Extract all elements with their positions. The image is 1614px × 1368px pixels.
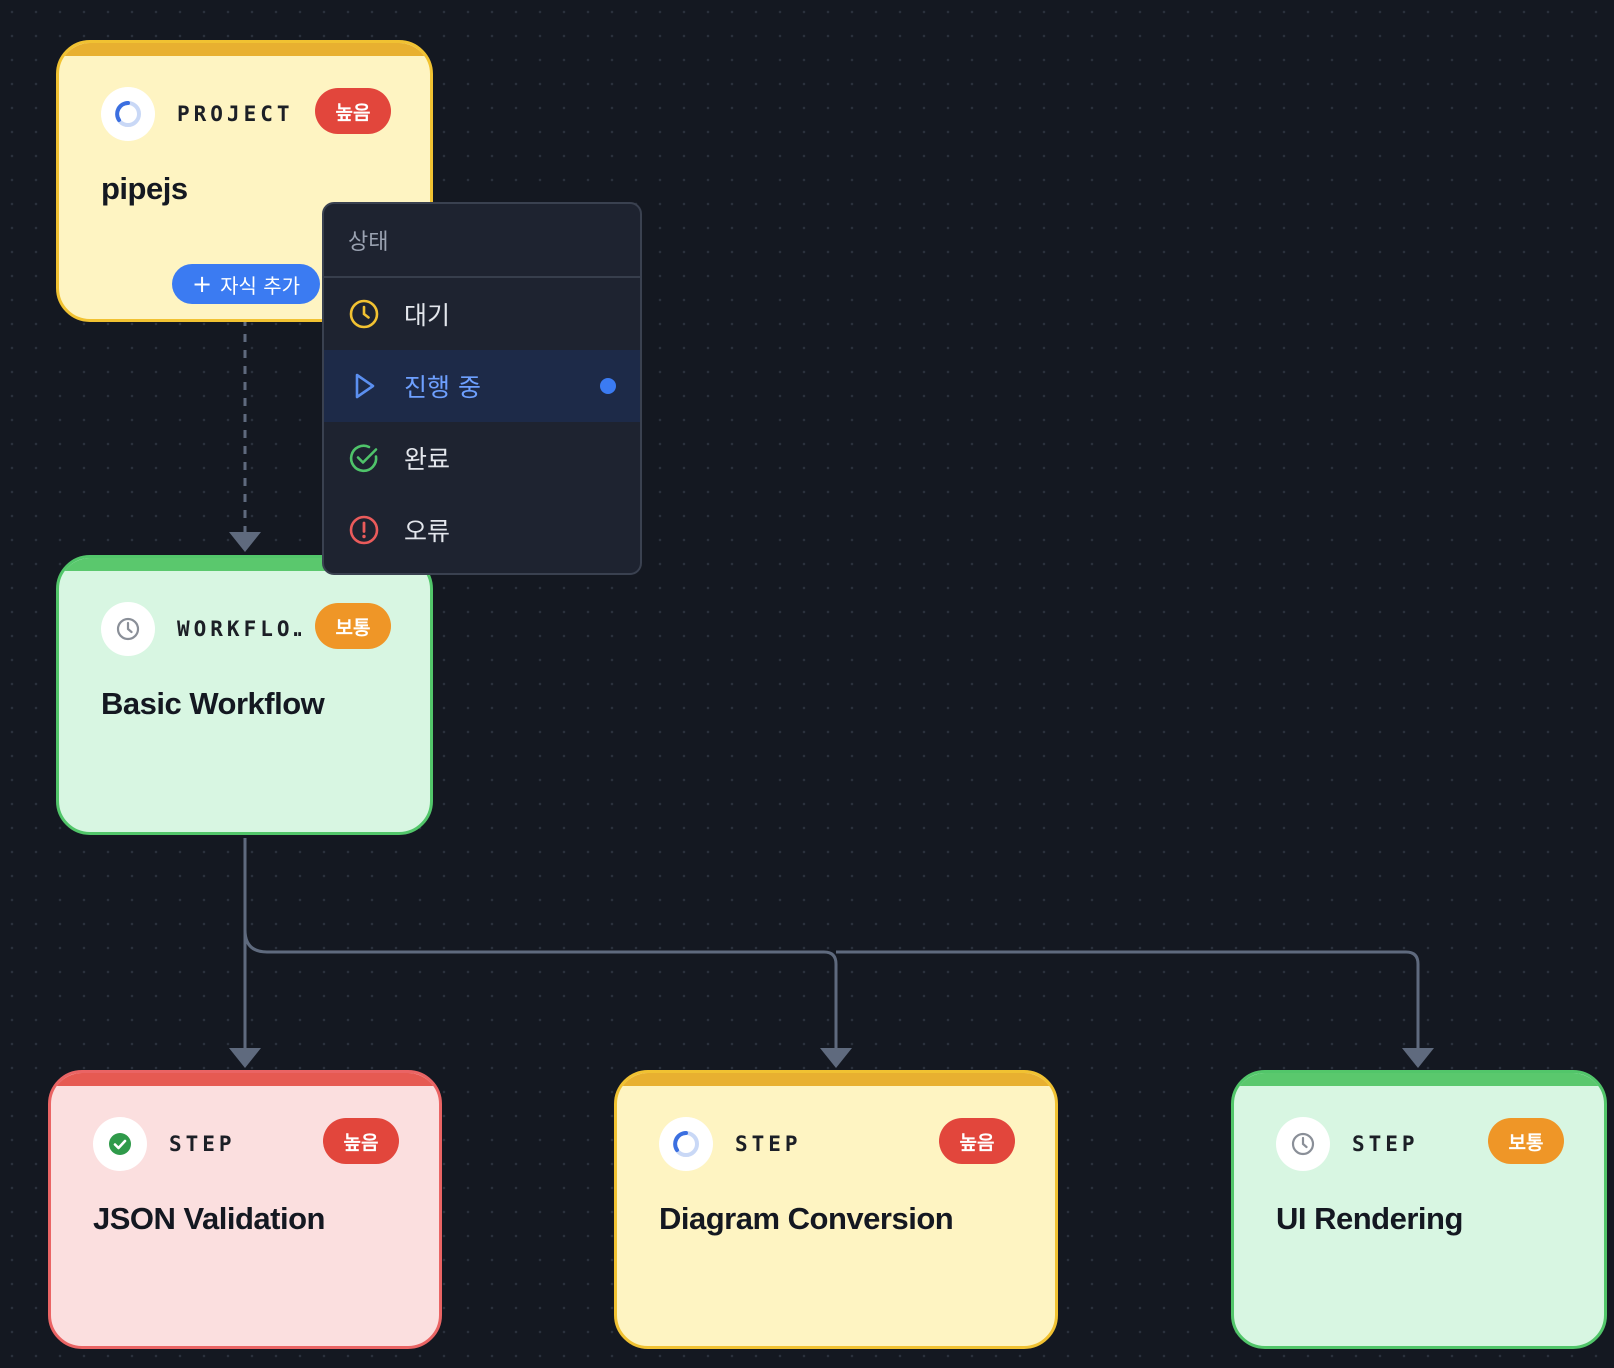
status-option-waiting[interactable]: 대기 [324,278,640,350]
status-bar [617,1073,1055,1086]
node-type-label: PROJECT [177,102,294,126]
status-indicator [1276,1117,1330,1171]
status-option-label: 진행 중 [404,373,481,402]
node-type-label: WORKFLO… [177,617,301,641]
edge-workflow-to-ui [836,950,1420,1052]
node-workflow[interactable]: WORKFLO… 보통 Basic Workflow [56,555,433,835]
node-step-json-validation[interactable]: STEP 높음 JSON Validation [48,1070,442,1349]
edge-arrow-diagram [820,1048,852,1068]
node-title: pipejs [101,171,188,206]
status-indicator [93,1117,147,1171]
status-bar [59,43,430,56]
spinner-icon [673,1131,699,1157]
edge-workflow-to-diagram [243,929,838,1052]
node-step-ui-rendering[interactable]: STEP 보통 UI Rendering [1231,1070,1607,1349]
node-step-diagram-conversion[interactable]: STEP 높음 Diagram Conversion [614,1070,1058,1349]
priority-badge: 높음 [939,1118,1015,1164]
status-indicator [101,602,155,656]
add-child-label: 자식 추가 [220,273,301,298]
clock-icon [348,298,380,330]
clock-icon [1291,1132,1315,1156]
status-option-in-progress[interactable]: 진행 중 [324,350,640,422]
node-type-label: STEP [735,1132,802,1156]
check-circle-icon [348,442,380,474]
check-circle-icon [109,1133,131,1155]
node-type-label: STEP [169,1132,236,1156]
selected-indicator-dot [600,378,616,394]
node-type-label: STEP [1352,1132,1419,1156]
node-project[interactable]: PROJECT 높음 pipejs [56,40,433,322]
priority-badge: 높음 [323,1118,399,1164]
node-title: JSON Validation [93,1201,325,1236]
priority-badge: 보통 [315,603,391,649]
alert-circle-icon [348,514,380,546]
status-menu-header: 상태 [324,204,640,278]
clock-icon [116,617,140,641]
priority-badge: 보통 [1488,1118,1564,1164]
add-child-button[interactable]: + 자식 추가 [172,264,321,304]
priority-badge: 높음 [315,88,391,134]
status-bar [51,1073,439,1086]
status-option-label: 오류 [404,517,451,546]
edge-arrow-json [229,1048,261,1068]
status-bar [1234,1073,1604,1086]
node-title: Basic Workflow [101,686,325,721]
status-indicator [659,1117,713,1171]
edge-arrow-workflow [229,532,261,552]
status-option-label: 완료 [404,445,451,474]
status-option-label: 대기 [404,301,451,330]
status-option-error[interactable]: 오류 [324,494,640,566]
node-title: Diagram Conversion [659,1201,954,1236]
plus-icon: + [192,270,213,298]
status-option-done[interactable]: 완료 [324,422,640,494]
node-title: UI Rendering [1276,1201,1463,1236]
play-icon [348,370,380,402]
spinner-icon [115,101,141,127]
status-indicator [101,87,155,141]
status-menu: 상태 대기 진행 중 [322,202,642,575]
edge-arrow-ui [1402,1048,1434,1068]
